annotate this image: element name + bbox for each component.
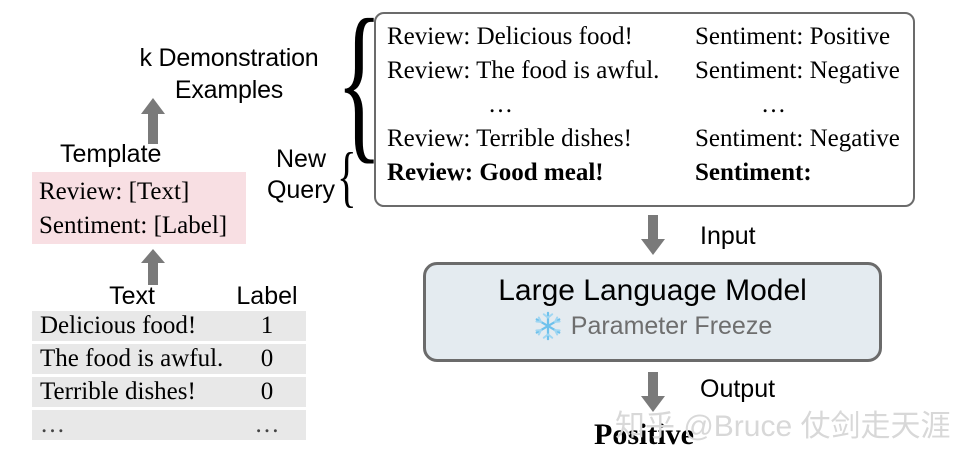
parameter-freeze-label: Parameter Freeze [570, 312, 773, 340]
prompt-sentiment: Sentiment: Negative [695, 57, 900, 84]
table-cell-text: Terrible dishes! [40, 378, 196, 405]
large-language-model-box: Large Language Model [423, 262, 882, 362]
prompt-review: Review: Delicious food! [387, 23, 633, 50]
column-header-text: Text [109, 282, 155, 310]
prompt-row-query: Review: Good meal! Sentiment: [376, 156, 913, 190]
prompt-sentiment-query: Sentiment: [695, 159, 812, 186]
table-row: The food is awful. 0 [32, 344, 306, 374]
prompt-row: Review: Terrible dishes! Sentiment: Nega… [376, 122, 913, 156]
table-row-ellipsis: … … [32, 410, 306, 440]
table-cell-label: 0 [260, 345, 274, 372]
output-label: Output [700, 375, 776, 403]
template-box: Review: [Text] Sentiment: [Label] [32, 172, 246, 244]
prompt-sentiment: Sentiment: Positive [695, 23, 891, 50]
output-prediction: Positive [594, 418, 694, 451]
prompt-sentiment: Sentiment: Negative [695, 125, 900, 152]
table-cell-text: Delicious food! [40, 312, 197, 339]
input-label: Input [700, 222, 756, 250]
arrow-up-data [140, 248, 166, 291]
prompt-sentiment: … [761, 91, 786, 118]
arrow-up-template [140, 97, 166, 150]
data-table: Delicious food! 1 The food is awful. 0 T… [32, 311, 306, 443]
new-query-line-1: New [275, 145, 326, 173]
table-cell-label: 0 [260, 378, 274, 405]
demonstration-examples-label: k Demonstration Examples [139, 44, 319, 104]
prompt-review: … [488, 91, 513, 118]
prompt-row: Review: The food is awful. Sentiment: Ne… [376, 54, 913, 88]
table-row: Delicious food! 1 [32, 311, 306, 341]
table-cell-label: 1 [260, 312, 274, 339]
brace-new-query: { [337, 138, 357, 214]
new-query-line-2: Query [266, 176, 336, 204]
table-cell-text: … [40, 411, 65, 438]
template-label: Template [60, 140, 162, 168]
column-header-label: Label [236, 282, 298, 310]
snowflake-icon [533, 311, 563, 341]
prompt-review: Review: The food is awful. [387, 57, 660, 84]
new-query-label: New Query [255, 144, 347, 206]
prompt-review-query: Review: Good meal! [387, 159, 604, 186]
template-line-sentiment: Sentiment: [Label] [39, 212, 228, 239]
parameter-freeze-row: Parameter Freeze [426, 311, 879, 341]
table-row: Terrible dishes! 0 [32, 377, 306, 407]
arrow-down-output [640, 371, 666, 418]
data-table-header: Text Label [32, 281, 306, 311]
arrow-down-input [640, 214, 666, 261]
prompt-box: Review: Delicious food! Sentiment: Posit… [374, 12, 915, 207]
prompt-row: Review: Delicious food! Sentiment: Posit… [376, 20, 913, 54]
prompt-review: Review: Terrible dishes! [387, 125, 632, 152]
llm-title: Large Language Model [498, 274, 807, 307]
template-line-review: Review: [Text] [39, 178, 190, 205]
prompt-row-ellipsis: … … [376, 88, 913, 122]
table-cell-label: … [254, 411, 280, 438]
table-cell-text: The food is awful. [40, 345, 224, 372]
